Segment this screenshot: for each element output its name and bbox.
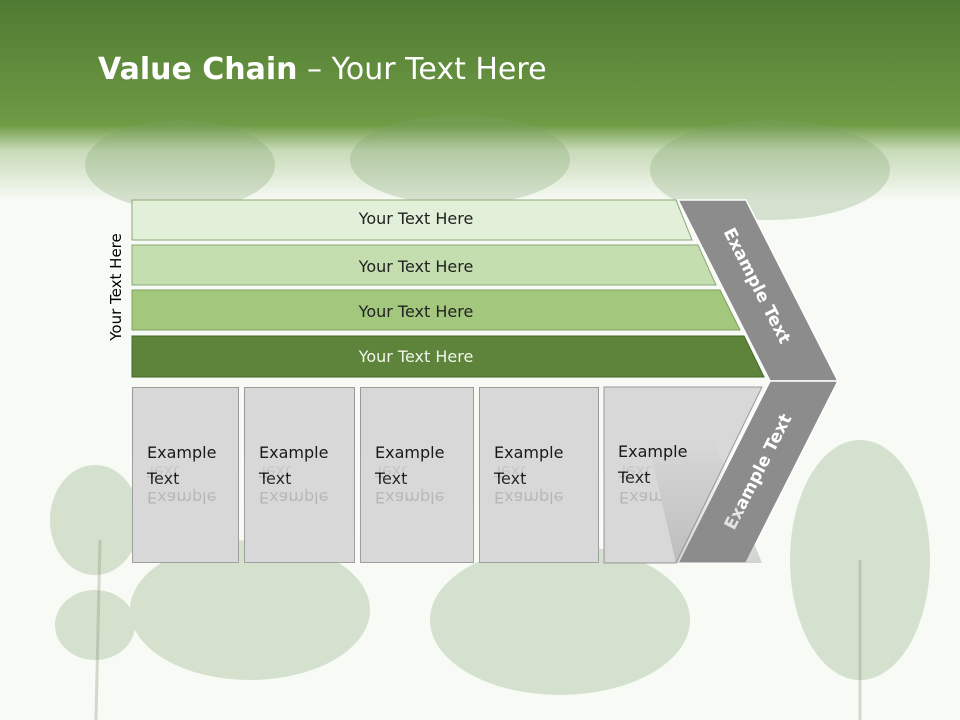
title-rest: – Your Text Here <box>297 52 547 87</box>
box-1-line2: Text <box>147 469 180 488</box>
header-band <box>0 0 960 200</box>
chevron-lower <box>676 380 840 564</box>
slide-title: Value Chain – Your Text Here <box>98 52 547 87</box>
bar-4-label: Your Text Here <box>358 347 474 366</box>
tree-canopy <box>85 120 275 210</box>
tree-canopy <box>55 590 135 660</box>
bar-1-shape <box>131 199 693 241</box>
bar-2-label: Your Text Here <box>358 257 474 276</box>
box-4-line1: Example <box>494 443 564 462</box>
tree-canopy <box>130 540 370 680</box>
activity-box-2: Example Text <box>244 387 355 563</box>
activity-box-1: Example Text <box>132 387 239 563</box>
tree-canopy <box>650 120 890 220</box>
tree-canopy <box>50 465 140 575</box>
bar-3-shape <box>131 289 741 331</box>
activity-box-5: Example Text <box>604 387 704 563</box>
box-5-shape <box>603 386 763 564</box>
box-2-line2: Text <box>259 469 292 488</box>
box-5-line1: Example <box>618 442 688 461</box>
box-3-line2: Text <box>375 469 408 488</box>
tree-canopy <box>350 115 570 205</box>
box-4-line2: Text <box>494 469 527 488</box>
tree-canopy <box>790 440 930 680</box>
activity-box-3: Example Text <box>360 387 474 563</box>
box-3-line1: Example <box>375 443 445 462</box>
activity-box-4: Example Text <box>479 387 599 563</box>
tree-canopy <box>430 545 690 695</box>
box-1-line1: Example <box>147 443 217 462</box>
bar-3-label: Your Text Here <box>358 302 474 321</box>
bar-2-shape <box>131 244 717 286</box>
tree-trunk <box>94 539 102 720</box>
bar-1-label: Your Text Here <box>358 209 474 228</box>
title-bold: Value Chain <box>98 52 298 87</box>
box-2-line1: Example <box>259 443 329 462</box>
box-5-line2: Text <box>618 468 651 487</box>
bar-4-shape <box>131 335 765 378</box>
